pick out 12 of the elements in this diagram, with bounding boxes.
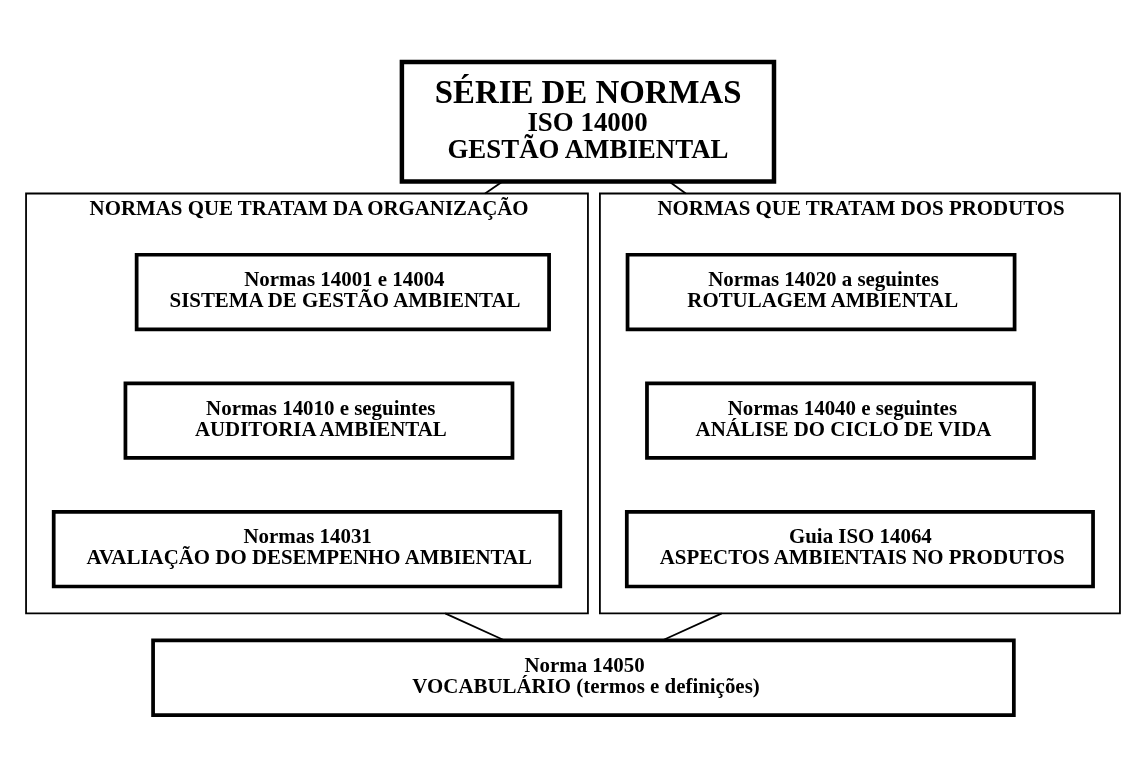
node-box: Normas 14001 e 14004 SISTEMA DE GESTÃO AMBIENTAL: [134, 252, 551, 331]
connector: [668, 180, 687, 194]
node-box: Normas 14010 e seguintes AUDITORIA AMBIENTAL: [123, 380, 515, 460]
connector: [444, 612, 506, 641]
node-box: Normas 14031 AVALIAÇÃO DO DESEMPENHO AMBIENTAL: [51, 509, 563, 588]
node-box: Guia ISO 14064 ASPECTOS AMBIENTAIS NO PRODUTOS: [624, 509, 1095, 588]
connector: [484, 180, 504, 194]
node-box: Normas 14040 e seguintes ANÁLISE DO CICLO DE VIDA: [645, 380, 1036, 460]
node-box: Normas 14020 a seguintes ROTULAGEM AMBIENTAL: [625, 252, 1017, 331]
node-box: SÉRIE DE NORMAS ISO 14000 GESTÃO AMBIENTAL: [399, 59, 777, 184]
node-box: Norma 14050 VOCABULÁRIO (termos e definições): [151, 637, 1016, 717]
connector: [661, 612, 723, 641]
